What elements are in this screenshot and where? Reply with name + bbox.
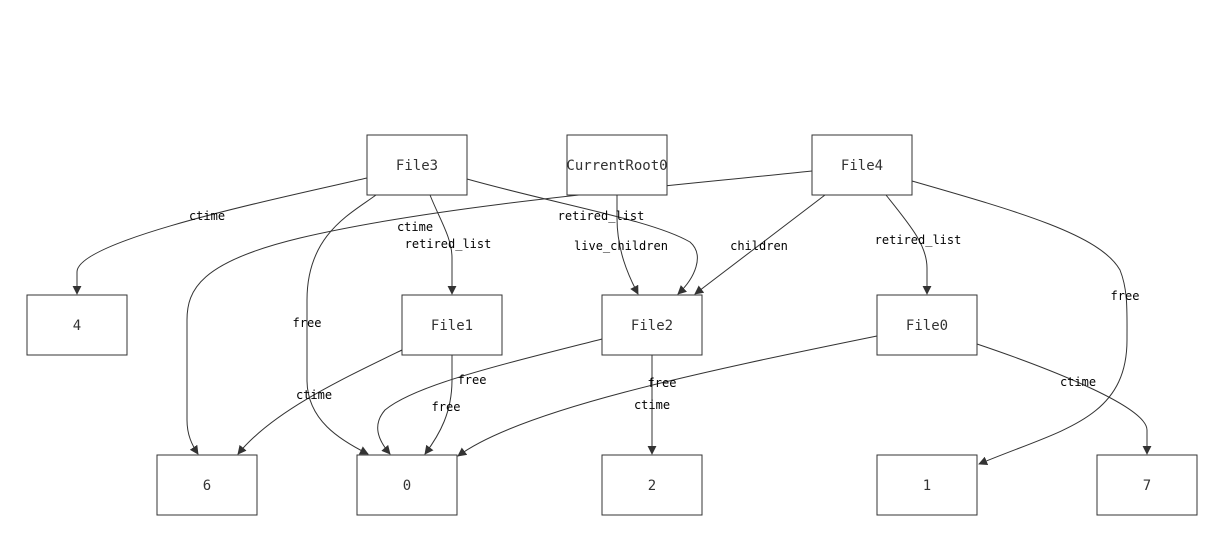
node-label-file0: File0 [906,318,948,334]
node-label-2: 2 [648,478,656,494]
edge-label-file1-6: ctime [296,388,332,402]
node-4[interactable]: 4 [26,294,128,356]
node-file1[interactable]: File1 [401,294,503,356]
edge-file0-to-7 [976,343,1152,455]
node-label-file4: File4 [841,158,883,174]
node-label-0: 0 [403,478,411,494]
node-file3[interactable]: File3 [366,134,468,196]
edge-label-file3-file1: retired_list [405,237,492,251]
edge-file1-to-6 [237,349,403,455]
edge-file3-to-file2 [466,178,698,295]
edge-label-currentroot0-file2: live_children [574,239,668,253]
node-label-file2: File2 [631,318,673,334]
edge-label-file3-file2: retired_list [558,209,645,223]
node-0[interactable]: 0 [356,454,458,516]
edge-label-file2-0: free [458,373,487,387]
edge-file3-to-4 [72,177,368,295]
node-file2[interactable]: File2 [601,294,703,356]
edge-file3-to-file1 [429,194,457,295]
edge-file1-to-0 [424,355,453,455]
node-label-7: 7 [1143,478,1151,494]
node-file4[interactable]: File4 [811,134,913,196]
node-6[interactable]: 6 [156,454,258,516]
node-label-1: 1 [923,478,931,494]
node-7[interactable]: 7 [1096,454,1198,516]
edge-labels: ctime free retired_list retired_list liv… [189,209,1140,414]
node-label-currentroot0: CurrentRoot0 [566,158,667,174]
edge-label-file4-file2: children [730,239,788,253]
edge-label-file3-4: ctime [189,209,225,223]
edge-file4-to-1 [911,180,1128,466]
edge-label-file2-2: ctime [634,398,670,412]
node-label-file1: File1 [431,318,473,334]
edge-label-file4-6: ctime [397,220,433,234]
edge-file3-to-0 [306,194,377,455]
edge-label-file0-7: ctime [1060,375,1096,389]
node-currentroot0[interactable]: CurrentRoot0 [566,134,668,196]
node-label-file3: File3 [396,158,438,174]
node-label-6: 6 [203,478,211,494]
edge-label-file1-0: free [432,400,461,414]
node-1[interactable]: 1 [876,454,978,516]
node-file0[interactable]: File0 [876,294,978,356]
edge-file2-to-0 [377,338,603,455]
node-2[interactable]: 2 [601,454,703,516]
edge-label-file4-1: free [1111,289,1140,303]
edge-file4-to-file0 [885,194,932,295]
edge-label-file4-file0: retired_list [875,233,962,247]
edge-label-file0-0: free [648,376,677,390]
edge-file0-to-0 [457,335,878,457]
edge-label-file3-0: free [293,316,322,330]
node-label-4: 4 [73,318,81,334]
edge-file4-to-file2 [694,194,826,295]
nodes: File3 CurrentRoot0 File4 4 File1 File2 F… [26,134,1198,516]
edge-currentroot0-to-file2 [616,195,639,295]
